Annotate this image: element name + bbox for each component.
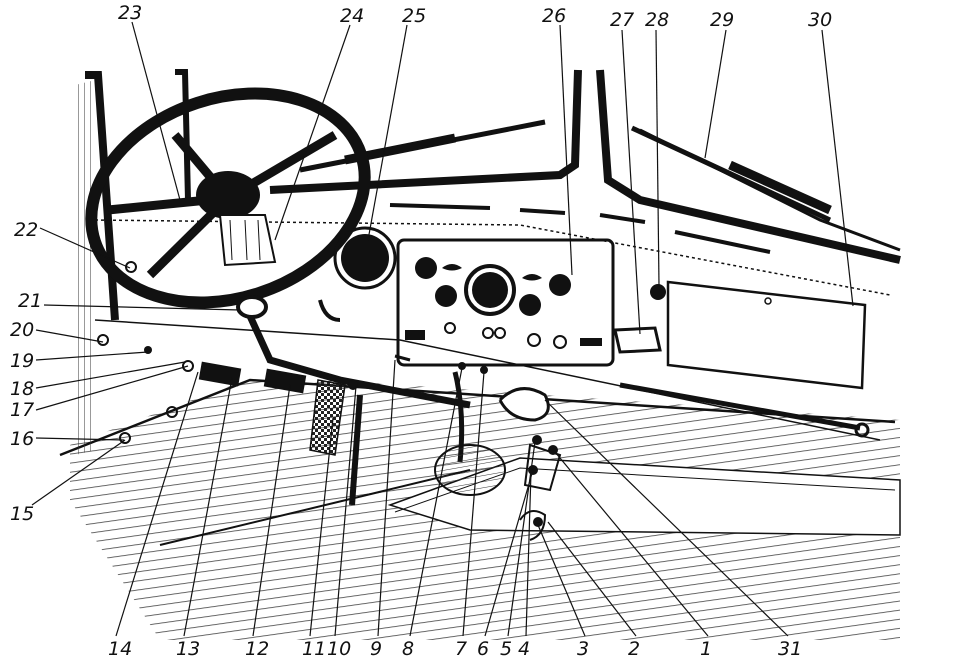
steering-wheel[interactable] — [64, 60, 392, 337]
callout-26: 26 — [542, 5, 566, 27]
callout-labels: 1 2 3 4 5 6 7 8 9 10 11 12 13 14 15 16 1… — [10, 2, 832, 659]
callout-8: 8 — [402, 638, 414, 659]
leader-line-13 — [183, 377, 233, 637]
leader-line-30 — [821, 29, 854, 307]
callout-9: 9 — [370, 638, 382, 659]
leader-line-2 — [547, 521, 637, 637]
leader-line-25 — [367, 24, 408, 241]
leader-line-28 — [655, 29, 660, 287]
leader-line-24 — [274, 24, 351, 241]
leader-line-16 — [35, 437, 125, 441]
callout-18: 18 — [10, 378, 34, 400]
callout-11: 11 — [302, 638, 326, 659]
callout-7: 7 — [455, 638, 467, 659]
leader-line-15 — [31, 439, 126, 506]
leader-line-12 — [252, 384, 291, 637]
leader-line-9 — [377, 359, 396, 637]
leader-line-7 — [462, 371, 485, 637]
control-knob — [650, 284, 666, 300]
leader-line-5 — [507, 441, 536, 637]
leader-line-23 — [131, 21, 181, 201]
callout-24: 24 — [340, 5, 364, 27]
leader-lines — [31, 21, 854, 637]
leader-line-29 — [704, 29, 727, 159]
instrument-panel — [396, 238, 615, 367]
callout-4: 4 — [518, 638, 530, 659]
callout-25: 25 — [402, 5, 426, 27]
leader-line-26 — [559, 24, 573, 276]
callout-3: 3 — [577, 638, 589, 659]
callout-23: 23 — [118, 2, 142, 24]
callout-29: 29 — [710, 9, 734, 31]
left-door-pillar — [75, 69, 191, 455]
callout-22: 22 — [14, 219, 38, 241]
leader-line-1 — [554, 451, 709, 637]
callout-17: 17 — [10, 399, 34, 421]
leader-line-10 — [334, 385, 357, 637]
leader-line-4 — [525, 471, 532, 637]
callout-27: 27 — [610, 9, 634, 31]
callout-12: 12 — [245, 638, 269, 659]
callout-14: 14 — [108, 638, 132, 659]
cab-floor — [59, 375, 901, 640]
leader-line-6 — [484, 469, 534, 637]
leader-line-19 — [35, 351, 149, 361]
callout-30: 30 — [808, 9, 832, 31]
callout-20: 20 — [10, 319, 34, 341]
glove-box-lid — [666, 280, 867, 390]
callout-16: 16 — [10, 428, 34, 450]
leader-line-20 — [35, 329, 104, 343]
leader-line-11 — [309, 417, 334, 637]
door-handle — [613, 326, 662, 354]
leader-line-14 — [115, 371, 199, 637]
callout-19: 19 — [10, 350, 34, 372]
callout-6: 6 — [477, 638, 489, 659]
callout-21: 21 — [18, 290, 42, 312]
callout-28: 28 — [645, 9, 669, 31]
leader-line-3 — [537, 524, 586, 637]
speedometer — [333, 226, 397, 290]
callout-10: 10 — [327, 638, 351, 659]
callout-1: 1 — [700, 638, 712, 659]
callout-2: 2 — [628, 638, 640, 659]
right-wiper — [630, 125, 832, 223]
pedals-and-levers — [97, 261, 562, 541]
callout-5: 5 — [500, 638, 512, 659]
leader-line-17 — [35, 365, 189, 411]
callout-31: 31 — [778, 638, 802, 659]
leader-line-27 — [621, 29, 641, 335]
left-wiper — [299, 119, 546, 173]
callout-13: 13 — [176, 638, 200, 659]
leader-line-31 — [544, 399, 789, 637]
leader-line-18 — [35, 361, 186, 389]
leader-line-21 — [43, 304, 241, 311]
leader-line-8 — [409, 367, 463, 637]
callout-15: 15 — [10, 503, 34, 525]
leader-line-22 — [39, 227, 131, 269]
dashboard — [94, 203, 891, 441]
